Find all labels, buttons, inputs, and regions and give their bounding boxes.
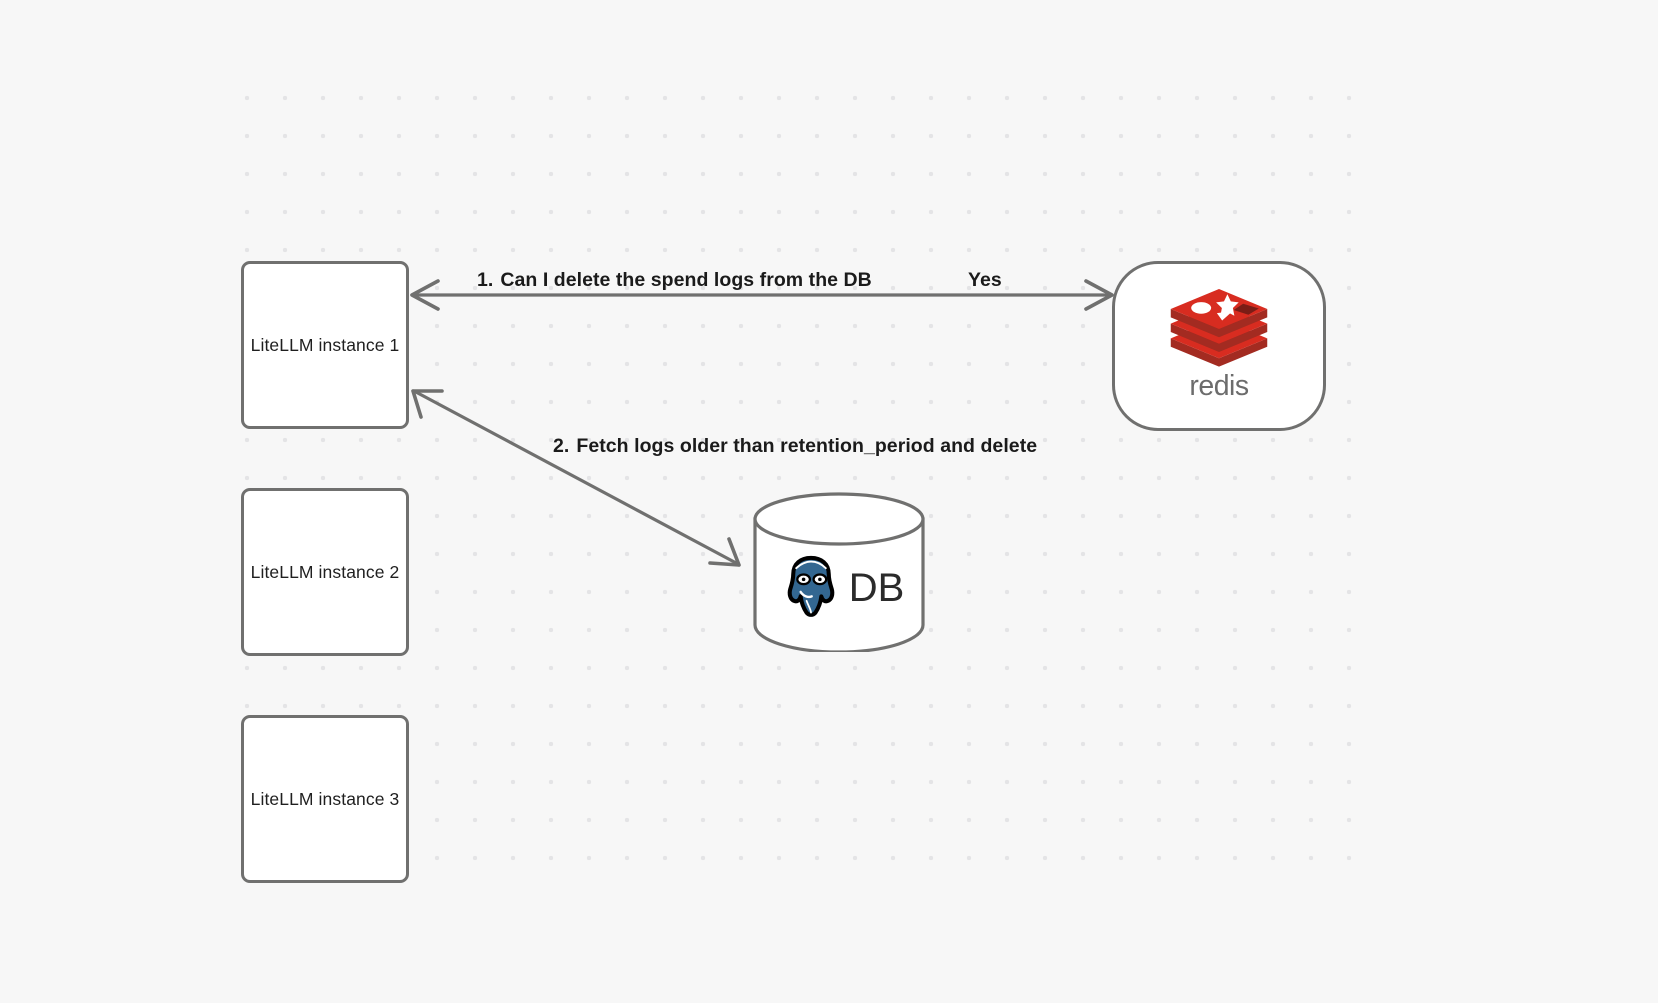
edge-2-text: Fetch logs older than retention_period a… — [576, 435, 1038, 457]
node-database[interactable]: DB — [752, 492, 926, 652]
edge-1-reply-label: Yes — [968, 269, 1002, 291]
node-label: LiteLLM instance 2 — [250, 561, 400, 582]
svg-text:redis: redis — [1189, 370, 1249, 402]
node-redis[interactable]: redis — [1112, 261, 1326, 431]
node-litellm-instance-3[interactable]: LiteLLM instance 3 — [241, 715, 409, 883]
node-litellm-instance-2[interactable]: LiteLLM instance 2 — [241, 488, 409, 656]
node-label: LiteLLM instance 3 — [250, 788, 400, 809]
db-label: DB — [848, 566, 905, 610]
edge-litellm1-db — [411, 389, 741, 567]
node-label: LiteLLM instance 1 — [250, 334, 400, 355]
redis-logo-icon — [1166, 288, 1272, 374]
postgresql-elephant-icon — [774, 549, 848, 628]
edge-1-number: 1. — [477, 269, 494, 291]
edge-label-1: 1. Can I delete the spend logs from the D… — [477, 269, 872, 292]
edge-2-number: 2. — [553, 435, 570, 457]
cylinder-shape — [753, 492, 925, 652]
edge-label-2: 2. Fetch logs older than retention_period… — [553, 435, 1037, 458]
node-litellm-instance-1[interactable]: LiteLLM instance 1 — [241, 261, 409, 429]
edge-1-text: Can I delete the spend logs from the DB — [500, 269, 872, 291]
redis-wordmark: redis — [1165, 369, 1273, 407]
